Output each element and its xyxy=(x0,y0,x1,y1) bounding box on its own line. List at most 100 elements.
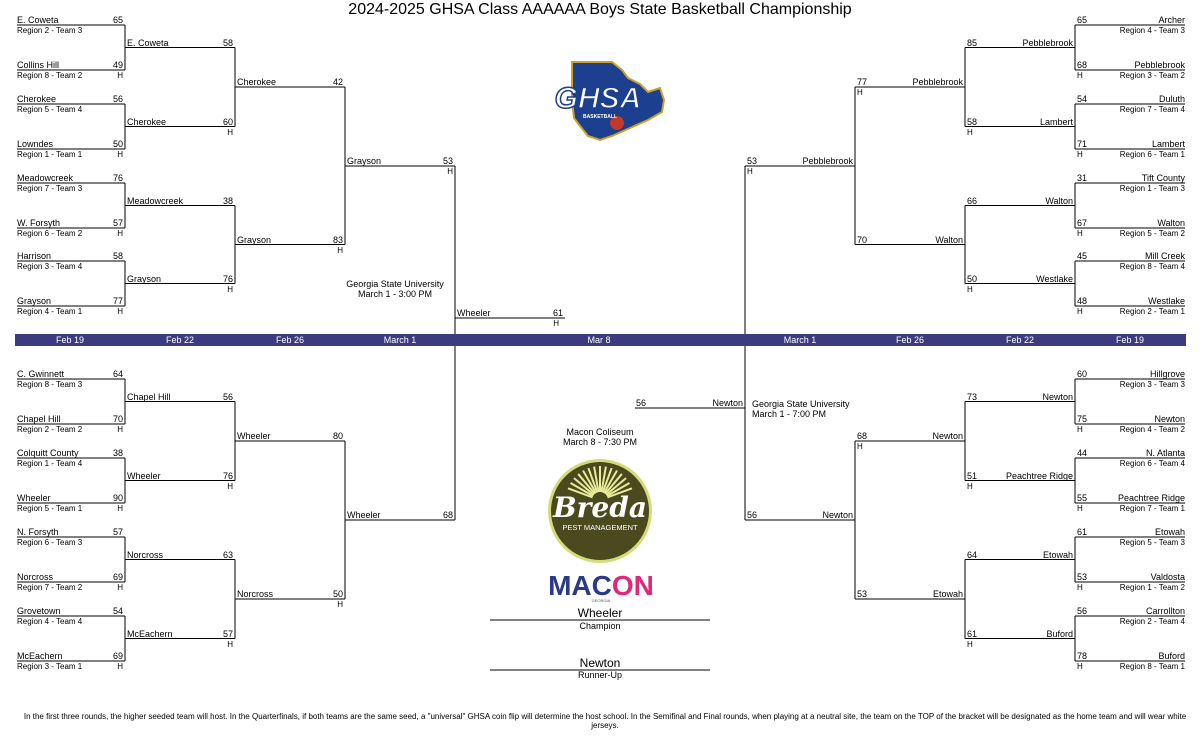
team-score: 69 xyxy=(112,651,123,661)
team-seed: Region 2 - Team 3 xyxy=(17,26,83,35)
team-score: 53 xyxy=(747,155,758,166)
host-marker: H xyxy=(1077,307,1083,316)
team-score: 48 xyxy=(1077,296,1088,306)
host-marker: H xyxy=(447,166,453,176)
team-score: 54 xyxy=(112,606,123,616)
team-score: 75 xyxy=(1077,414,1088,424)
host-marker: H xyxy=(117,583,123,592)
page-title: 2024-2025 GHSA Class AAAAAA Boys State B… xyxy=(348,1,852,18)
host-marker: H xyxy=(1077,71,1083,80)
team-seed: Region 5 - Team 3 xyxy=(1119,538,1185,547)
breda-logo-text: Breda xyxy=(552,491,647,524)
team-seed: Region 4 - Team 4 xyxy=(17,617,83,626)
team-name: Grovetown xyxy=(17,606,61,616)
team-seed: Region 1 - Team 4 xyxy=(17,459,83,468)
team-seed: Region 4 - Team 2 xyxy=(1119,425,1185,434)
footer-note: In the first three rounds, the higher se… xyxy=(23,712,1187,730)
team-score: 53 xyxy=(1077,572,1088,582)
ghsa-logo-subtext: BASKETBALL xyxy=(583,114,617,120)
team-name: Peachtree Ridge xyxy=(1005,470,1073,481)
host-marker: H xyxy=(1077,662,1083,671)
sunburst-ray xyxy=(604,473,623,495)
runner-up-label: Runner-Up xyxy=(577,670,623,680)
team-score: 83 xyxy=(332,234,343,245)
host-marker: H xyxy=(857,88,863,97)
team-score: 57 xyxy=(222,628,233,639)
team-name: Colquitt County xyxy=(17,448,79,458)
team-score: 70 xyxy=(857,234,868,245)
team-score: 53 xyxy=(857,589,868,599)
team-name: Newton xyxy=(712,397,743,408)
host-marker: H xyxy=(117,425,123,434)
team-score: 60 xyxy=(222,116,233,127)
host-marker: H xyxy=(117,504,123,513)
team-name: Pebblebrook xyxy=(1134,60,1185,70)
team-name: E. Coweta xyxy=(127,37,169,48)
sunburst-ray xyxy=(573,477,595,496)
team-name: Cherokee xyxy=(17,94,57,104)
team-seed: Region 7 - Team 3 xyxy=(17,184,83,193)
team-name: McEachern xyxy=(17,651,63,661)
team-name: Wheeler xyxy=(127,470,161,481)
team-name: Meadowcreek xyxy=(17,173,74,183)
team-name: Etowah xyxy=(932,589,963,599)
team-score: 49 xyxy=(112,60,123,70)
sunburst-ray xyxy=(582,470,597,494)
team-seed: Region 3 - Team 2 xyxy=(1119,71,1185,80)
team-score: 42 xyxy=(332,77,343,87)
team-seed: Region 3 - Team 4 xyxy=(17,262,83,271)
team-score: 56 xyxy=(222,391,233,402)
team-name: Grayson xyxy=(237,234,272,245)
sunburst-ray xyxy=(603,470,618,494)
host-marker: H xyxy=(967,639,973,649)
team-seed: Region 1 - Team 1 xyxy=(17,150,83,159)
team-score: 76 xyxy=(222,470,233,481)
round-date: March 1 xyxy=(383,335,417,345)
team-name: N. Atlanta xyxy=(1145,448,1185,458)
breda-logo-subtext: PEST MANAGEMENT xyxy=(562,523,638,532)
team-name: Buford xyxy=(1046,628,1073,639)
round-date: Feb 22 xyxy=(1005,335,1035,345)
host-marker: H xyxy=(117,662,123,671)
sunburst-ray xyxy=(606,482,630,497)
team-seed: Region 1 - Team 3 xyxy=(1119,184,1185,193)
host-marker: H xyxy=(967,127,973,137)
team-score: 45 xyxy=(1077,251,1088,261)
team-seed: Region 2 - Team 1 xyxy=(1119,307,1185,316)
host-marker: H xyxy=(857,442,863,451)
team-score: 77 xyxy=(857,77,868,87)
team-name: Wheeler xyxy=(347,510,381,520)
venue-left-line2: March 1 - 3:00 PM xyxy=(357,289,433,299)
team-name: Norcross xyxy=(127,549,164,560)
sunburst-ray xyxy=(601,467,613,493)
team-score: 68 xyxy=(442,510,453,520)
team-name: Grayson xyxy=(347,155,382,166)
team-name: Wheeler xyxy=(237,431,271,441)
host-marker: H xyxy=(967,284,973,294)
team-name: Etowah xyxy=(1042,549,1073,560)
team-name: Mill Creek xyxy=(1144,251,1185,261)
host-marker: H xyxy=(337,600,343,609)
team-score: 61 xyxy=(552,307,563,318)
team-name: Wheeler xyxy=(457,307,491,318)
team-seed: Region 8 - Team 4 xyxy=(1119,262,1185,271)
team-seed: Region 4 - Team 3 xyxy=(1119,26,1185,35)
host-marker: H xyxy=(1077,425,1083,434)
team-seed: Region 1 - Team 2 xyxy=(1119,583,1185,592)
team-score: 63 xyxy=(222,549,233,560)
team-name: Carrollton xyxy=(1145,606,1185,616)
team-score: 56 xyxy=(747,510,758,520)
host-marker: H xyxy=(227,284,233,294)
venue-left-line1: Georgia State University xyxy=(346,279,444,289)
host-marker: H xyxy=(1077,150,1083,159)
team-name: Walton xyxy=(1045,195,1073,206)
team-name: Westlake xyxy=(1036,273,1073,284)
sunburst-ray xyxy=(570,482,594,497)
venue-final-line1: Macon Coliseum xyxy=(566,427,634,437)
team-score: 53 xyxy=(442,155,453,166)
venue-right-line2: March 1 - 7:00 PM xyxy=(752,409,827,419)
team-score: 38 xyxy=(112,448,123,458)
team-score: 73 xyxy=(967,391,978,402)
team-score: 68 xyxy=(1077,60,1088,70)
